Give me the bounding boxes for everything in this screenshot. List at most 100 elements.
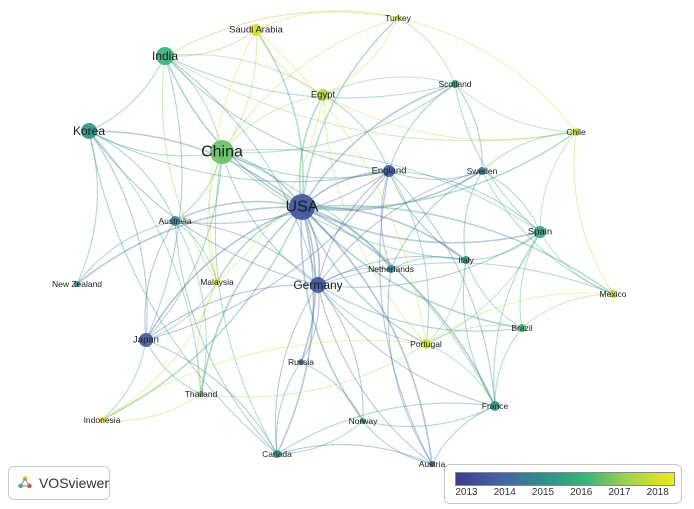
node-russia[interactable]	[298, 359, 304, 365]
link-china-france	[221, 151, 496, 407]
node-austria[interactable]	[429, 461, 435, 467]
node-label-saudi-arabia[interactable]: Saudi Arabia	[229, 25, 284, 36]
node-label-canada[interactable]: Canada	[262, 449, 292, 459]
node-label-australia[interactable]: Australia	[158, 216, 191, 226]
link-scotland-chile	[454, 83, 577, 133]
link-japan-england	[145, 170, 390, 341]
node-canada[interactable]	[273, 450, 281, 458]
link-germany-france	[317, 284, 496, 407]
node-england[interactable]	[383, 165, 395, 177]
link-france-brazil	[494, 327, 523, 407]
link-germany-portugal	[317, 284, 427, 345]
node-label-france[interactable]: France	[482, 401, 509, 411]
node-label-netherlands[interactable]: Netherlands	[368, 264, 414, 274]
link-usa-portugal	[301, 206, 427, 345]
node-new-zealand[interactable]	[74, 281, 80, 287]
link-usa-chile	[301, 131, 577, 210]
link-scotland-sweden	[454, 83, 483, 172]
link-portugal-thailand	[200, 343, 427, 398]
link-australia-thailand	[174, 220, 207, 395]
link-japan-malaysia	[145, 281, 218, 341]
node-label-korea[interactable]: Korea	[73, 124, 105, 138]
node-korea[interactable]	[81, 123, 97, 139]
link-japan-australia	[144, 220, 176, 341]
link-china-saudi-arabia	[221, 29, 258, 153]
node-egypt[interactable]	[317, 89, 329, 101]
node-label-thailand[interactable]: Thailand	[185, 389, 218, 399]
link-usa-korea	[88, 130, 303, 208]
node-mexico[interactable]	[609, 290, 617, 298]
link-india-germany	[164, 55, 319, 286]
node-usa[interactable]	[289, 194, 315, 220]
link-egypt-portugal	[322, 94, 427, 345]
node-sweden[interactable]	[478, 167, 486, 175]
link-egypt-scotland	[322, 76, 456, 96]
node-label-new-zealand[interactable]: New Zealand	[52, 279, 102, 289]
link-australia-malaysia	[174, 220, 218, 283]
link-spain-portugal	[425, 231, 541, 345]
node-label-malaysia[interactable]: Malaysia	[200, 277, 234, 287]
link-malaysia-indonesia	[101, 281, 218, 421]
link-england-egypt	[322, 94, 390, 172]
node-scotland[interactable]	[451, 80, 459, 88]
node-label-germany[interactable]: Germany	[293, 278, 342, 292]
node-indonesia[interactable]	[99, 417, 105, 423]
node-label-chile[interactable]: Chile	[566, 127, 586, 137]
link-korea-australia	[88, 130, 176, 222]
link-england-australia	[174, 170, 390, 224]
link-england-italy	[388, 170, 467, 261]
node-japan[interactable]	[139, 333, 153, 347]
link-germany-austria	[317, 284, 433, 465]
node-label-indonesia[interactable]: Indonesia	[84, 415, 121, 425]
node-label-china[interactable]: China	[201, 144, 243, 161]
legend-gradient-bar	[455, 472, 675, 486]
node-label-india[interactable]: India	[152, 49, 178, 63]
node-brazil[interactable]	[518, 324, 526, 332]
link-netherlands-sweden	[390, 170, 483, 270]
link-germany-spain	[317, 231, 541, 288]
node-china[interactable]	[210, 140, 234, 164]
link-portugal-italy	[425, 259, 467, 345]
node-chile[interactable]	[572, 128, 580, 136]
node-turkey[interactable]	[395, 15, 401, 21]
link-england-spain	[388, 170, 541, 233]
node-france[interactable]	[490, 401, 500, 411]
node-spain[interactable]	[534, 226, 546, 238]
node-label-egypt[interactable]: Egypt	[311, 90, 336, 101]
link-usa-italy	[301, 206, 467, 261]
link-saudi-arabia-portugal	[255, 29, 427, 345]
link-france-italy	[462, 259, 496, 407]
link-china-england	[221, 151, 390, 179]
node-label-norway[interactable]: Norway	[349, 416, 379, 426]
node-label-portugal[interactable]: Portugal	[410, 339, 442, 349]
node-label-austria[interactable]: Austria	[419, 459, 446, 469]
node-label-scotland[interactable]: Scotland	[438, 79, 471, 89]
node-layer	[74, 15, 617, 467]
link-portugal-mexico	[425, 292, 614, 345]
node-australia[interactable]	[170, 216, 180, 226]
node-netherlands[interactable]	[387, 265, 395, 273]
node-label-usa[interactable]: USA	[286, 199, 319, 216]
node-thailand[interactable]	[198, 391, 204, 397]
node-label-england[interactable]: England	[372, 166, 407, 177]
link-italy-brazil	[465, 259, 523, 329]
link-china-canada	[214, 151, 278, 455]
node-label-italy[interactable]: Italy	[458, 255, 474, 265]
node-india[interactable]	[156, 47, 174, 65]
link-usa-canada	[276, 206, 315, 455]
node-label-mexico[interactable]: Mexico	[600, 289, 627, 299]
node-norway[interactable]	[360, 418, 366, 424]
node-label-brazil[interactable]: Brazil	[511, 323, 532, 333]
node-germany[interactable]	[310, 277, 326, 293]
node-label-sweden[interactable]: Sweden	[467, 166, 498, 176]
node-label-japan[interactable]: Japan	[133, 335, 159, 346]
node-label-turkey[interactable]: Turkey	[385, 13, 411, 23]
node-label-russia[interactable]: Russia	[288, 357, 314, 367]
node-malaysia[interactable]	[214, 279, 220, 285]
node-label-spain[interactable]: Spain	[528, 227, 552, 238]
node-saudi-arabia[interactable]	[250, 24, 262, 36]
node-portugal[interactable]	[421, 339, 431, 349]
link-china-germany	[221, 151, 319, 286]
node-italy[interactable]	[462, 256, 470, 264]
